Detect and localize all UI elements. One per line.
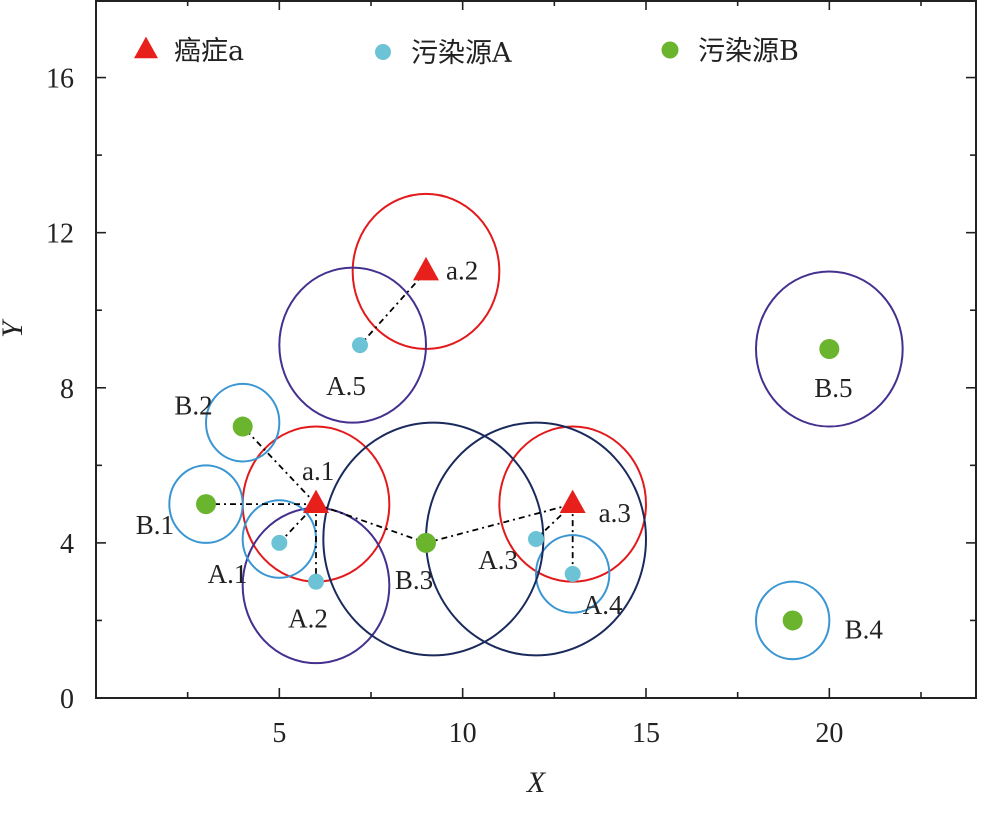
radius-circle	[755, 270, 904, 428]
plot-border	[95, 0, 977, 699]
source-a-marker	[352, 337, 368, 354]
radius-circle	[535, 534, 611, 614]
x-tick-label: 15	[632, 718, 660, 749]
radius-circle	[205, 382, 281, 463]
point-label: B.2	[174, 391, 212, 421]
link-line	[242, 425, 317, 505]
link-lines	[206, 270, 574, 582]
radius-circles	[168, 192, 904, 665]
source-a-marker	[271, 534, 288, 551]
radius-circle	[168, 464, 244, 544]
cancer-marker	[413, 256, 439, 281]
y-axis-title: Y	[0, 318, 29, 338]
point-label: a.1	[302, 456, 334, 486]
point-labels: a.1 a.2 a.3A.1A.2 A.3A.4 A.5B.1 B.2B.3B.4 B.5	[136, 255, 884, 644]
link-line	[359, 270, 427, 346]
cancer-marker	[559, 489, 586, 514]
link-line	[535, 503, 574, 540]
y-tick-label: 16	[46, 64, 74, 95]
source-b-marker	[196, 494, 216, 515]
source-b-marker	[416, 532, 436, 553]
point-label: a.2	[446, 255, 478, 285]
source-b-marker	[232, 416, 253, 437]
radius-circle	[755, 580, 831, 661]
legend: 癌症a 污染源A 污染源B	[134, 36, 799, 69]
source-a-marker	[564, 565, 581, 582]
y-tick-label: 4	[60, 529, 74, 560]
legend-label: 癌症a	[174, 36, 244, 67]
x-tick-label: 10	[449, 718, 477, 749]
legend-marker	[661, 41, 679, 59]
y-tick-label: 12	[46, 219, 74, 250]
point-label: A.3	[478, 545, 518, 575]
point-label: A.5	[326, 371, 366, 401]
data-points	[196, 256, 840, 631]
x-axis-title: X	[526, 766, 547, 799]
x-tick-label: 20	[815, 718, 843, 749]
point-label: B.4	[845, 614, 884, 644]
point-label: A.2	[288, 604, 328, 634]
link-line	[278, 503, 317, 544]
axis-ticks: 5 10 15 20 0 4 8 12 16	[46, 0, 976, 749]
radius-circle	[278, 266, 427, 424]
point-label: a.3	[599, 498, 631, 528]
legend-label: 污染源A	[411, 38, 512, 69]
source-b-marker	[819, 339, 840, 359]
point-label: B.5	[814, 373, 852, 403]
source-b-marker	[782, 610, 803, 631]
point-label: B.1	[136, 510, 174, 540]
link-line	[425, 503, 573, 544]
y-tick-label: 0	[60, 684, 74, 715]
plot-frame	[95, 0, 977, 699]
cancer-marker	[303, 489, 329, 514]
point-label: B.3	[395, 565, 433, 595]
point-label: A.4	[583, 590, 623, 620]
source-a-marker	[528, 531, 544, 548]
point-label: A.1	[208, 559, 248, 589]
link-line	[315, 503, 427, 544]
source-a-marker	[308, 573, 324, 590]
legend-marker	[134, 36, 158, 59]
legend-label: 污染源B	[698, 36, 799, 67]
x-tick-label: 5	[272, 718, 286, 749]
y-tick-label: 8	[60, 374, 74, 405]
legend-marker	[375, 44, 391, 60]
